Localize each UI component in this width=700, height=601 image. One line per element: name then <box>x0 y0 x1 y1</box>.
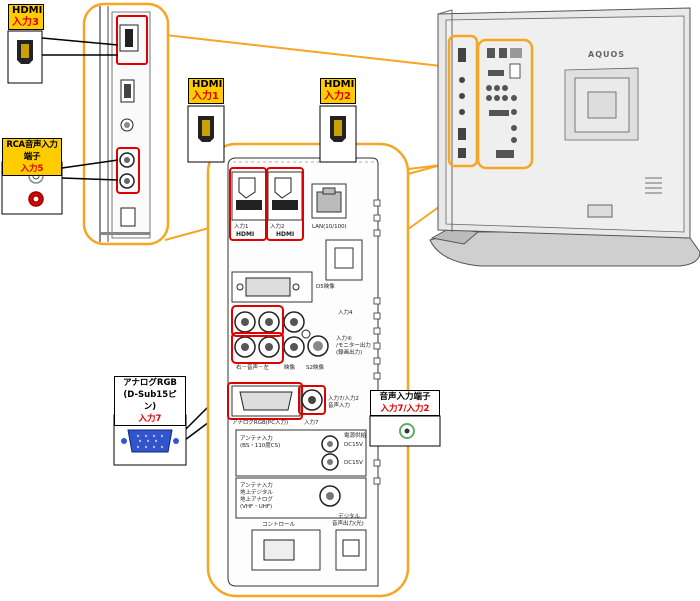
callout-hdmi1: HDMI 入力1 <box>188 78 224 104</box>
callout-audio-title: 音声入力端子 <box>371 391 439 403</box>
callout-vga-sub: 入力7 <box>115 413 185 425</box>
hdmi-icons <box>7 30 357 163</box>
callout-vga-title: アナログRGB <box>115 377 185 389</box>
rear-zoom-panel <box>206 142 410 598</box>
side-zoom-panel <box>82 2 170 246</box>
label-antenna-bs-2: (BS・110度CS) <box>240 443 281 449</box>
label-in6: 入力⑥ <box>336 336 352 342</box>
callout-hdmi3-title: HDMI <box>9 5 43 17</box>
label-in7: 入力7 <box>304 420 319 426</box>
audio-jack-icon <box>369 415 441 447</box>
label-in2: 入力2 <box>270 224 285 230</box>
label-video: 映像 <box>284 365 296 371</box>
callout-vga-title2: (D-Sub15ピン) <box>115 389 185 413</box>
callout-hdmi3: HDMI 入力3 <box>8 4 44 30</box>
callout-vga: アナログRGB (D-Sub15ピン) 入力7 <box>114 376 186 426</box>
label-in1: 入力1 <box>234 224 249 230</box>
label-antenna-uhf-4: (VHF・UHF) <box>240 504 273 510</box>
label-digital-out-2: 音声出力(光) <box>332 521 364 527</box>
callout-rca-title: RCA音声入力端子 <box>3 139 61 163</box>
callout-rca: RCA音声入力端子 入力5 <box>2 138 62 176</box>
label-in4: 入力4 <box>338 310 353 316</box>
callout-hdmi2: HDMI 入力2 <box>320 78 356 104</box>
callout-audio-sub: 入力7/入力2 <box>371 403 439 415</box>
label-antenna-bs: アンテナ入力 <box>240 436 273 442</box>
label-power-supply: 電源供給 <box>344 433 367 439</box>
label-digital-out: デジタル <box>338 514 360 520</box>
label-antenna-uhf: アンテナ入力 <box>240 483 273 489</box>
hdmi-logo-1: HDMI <box>236 231 255 238</box>
label-d5: D5映像 <box>316 284 335 290</box>
label-dc15v-2: DC15V <box>344 460 363 466</box>
callout-hdmi1-sub: 入力1 <box>189 91 223 103</box>
callout-audio: 音声入力端子 入力7/入力2 <box>370 390 440 416</box>
tv-brand-logo: AQUOS <box>588 50 626 59</box>
callout-hdmi2-title: HDMI <box>321 79 355 91</box>
label-lr-audio: 右－音声－左 <box>236 365 270 371</box>
label-monitor-out-2: (録画出力) <box>336 350 363 356</box>
label-in7-2: 入力7/入力2 <box>328 396 359 402</box>
label-analog-rgb: アナログRGB(PC入力) <box>232 420 289 426</box>
hdmi-logo-2: HDMI <box>276 231 295 238</box>
callout-hdmi3-sub: 入力3 <box>9 17 43 29</box>
label-antenna-uhf-2: 地上デジタル <box>240 490 273 496</box>
label-audio-in: 音声入力 <box>328 403 351 409</box>
label-monitor-out: /モニター出力 <box>336 343 371 349</box>
label-antenna-uhf-3: 地上アナログ <box>240 497 273 503</box>
tv-illustration <box>429 7 700 267</box>
label-dc15v-1: DC15V <box>344 442 363 448</box>
callout-hdmi1-title: HDMI <box>189 79 223 91</box>
callout-hdmi2-sub: 入力2 <box>321 91 355 103</box>
callout-rca-sub: 入力5 <box>3 163 61 175</box>
label-lan: LAN(10/100) <box>312 224 347 230</box>
label-s2: S2映像 <box>306 365 324 371</box>
label-control: コントロール <box>262 522 296 528</box>
